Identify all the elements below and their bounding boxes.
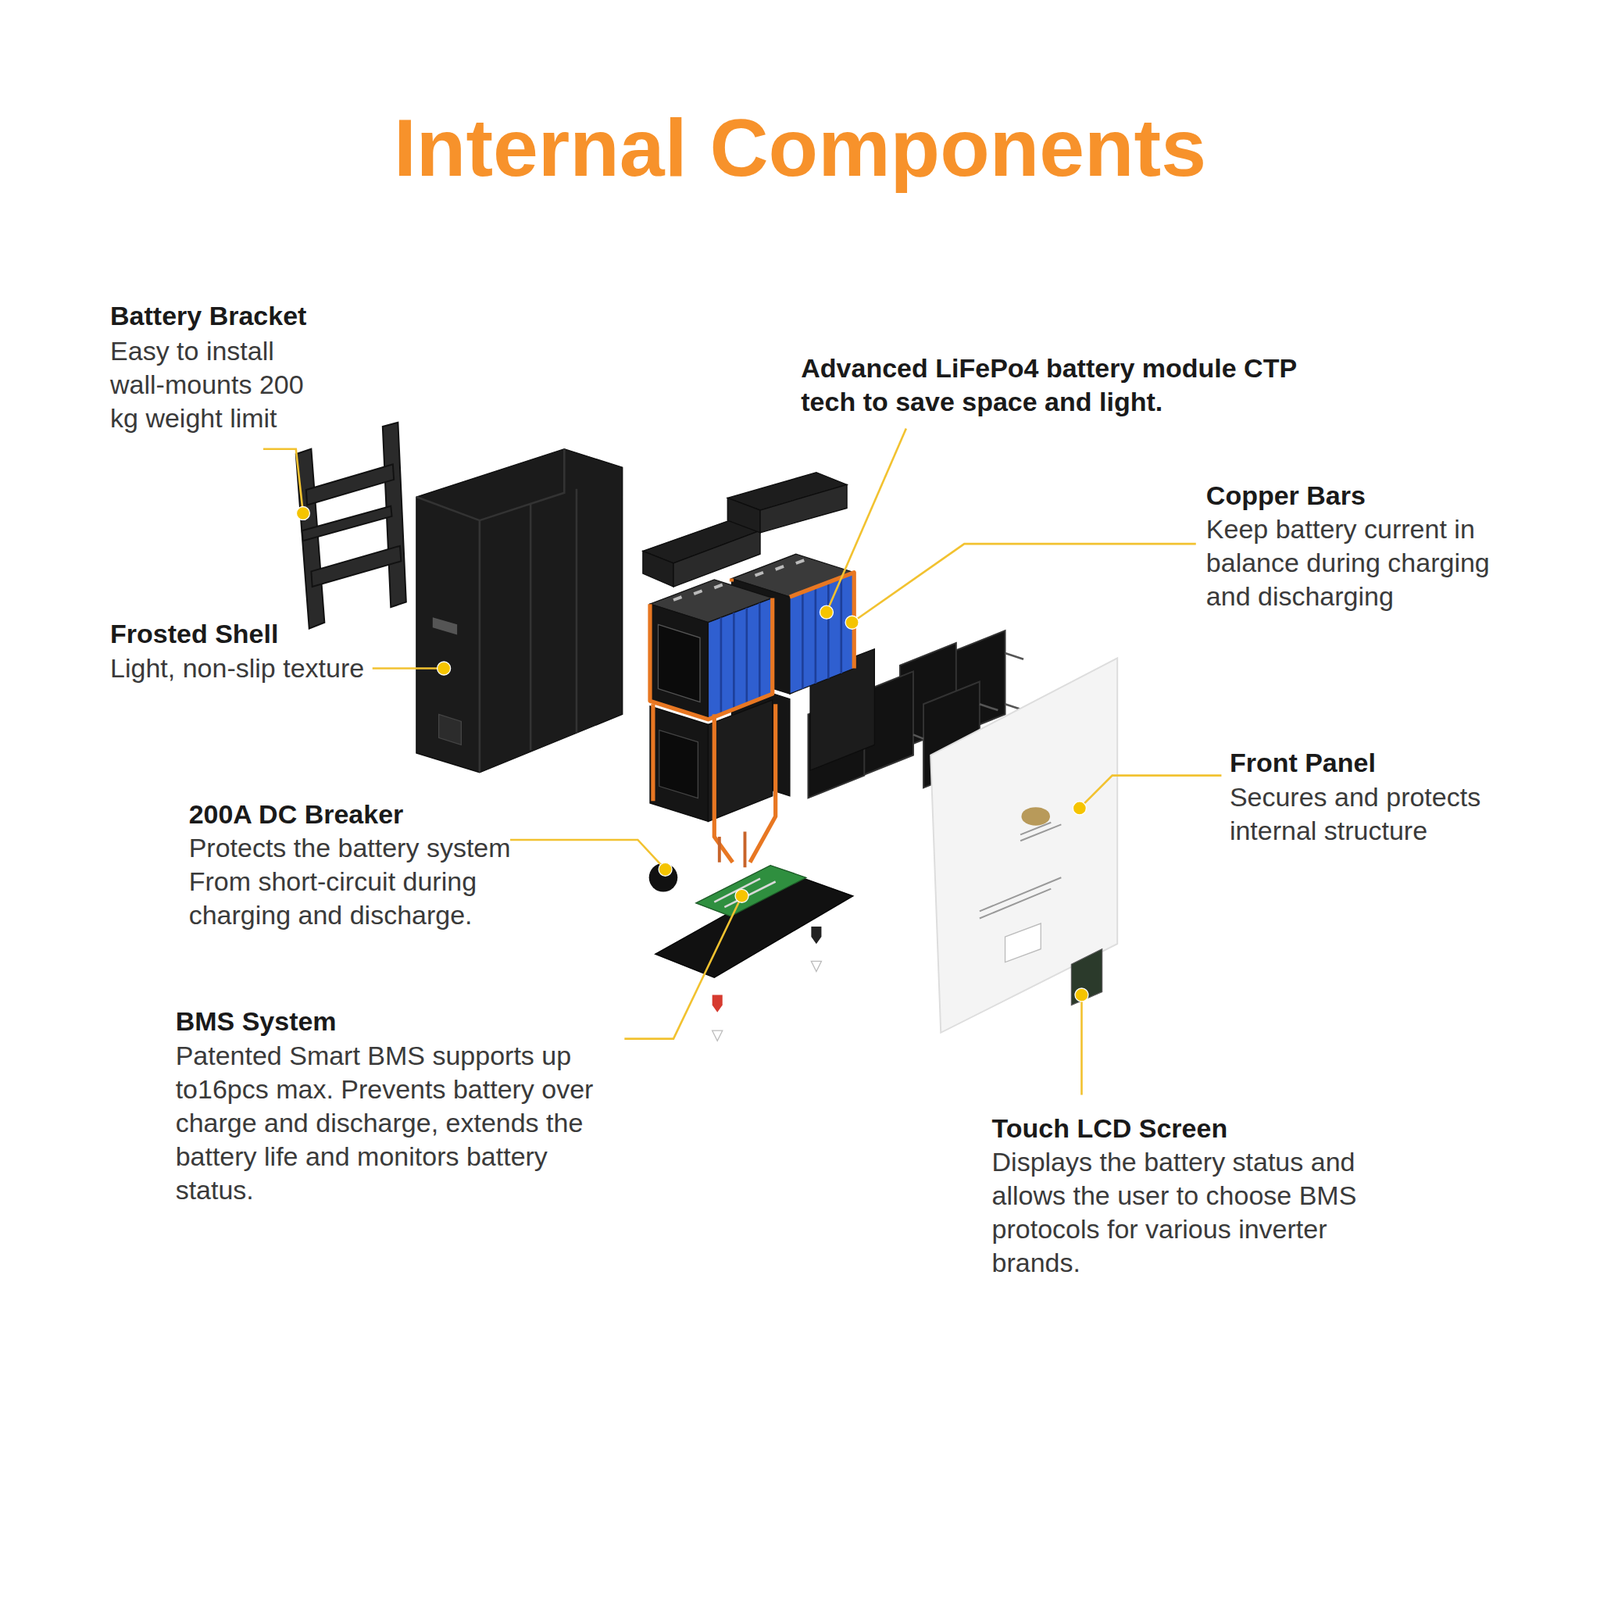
callout-text: Displays the battery status and allows t… bbox=[992, 1145, 1360, 1280]
leader-dots bbox=[845, 615, 859, 629]
battery-modules bbox=[721, 603, 760, 715]
copper-bars bbox=[650, 597, 773, 719]
bms-tray bbox=[696, 865, 807, 917]
battery-modules bbox=[659, 730, 699, 799]
leader-lines bbox=[510, 839, 666, 870]
battery-modules bbox=[650, 553, 875, 822]
leader-dots bbox=[819, 605, 833, 619]
callout-text: Patented Smart BMS supports up to16pcs m… bbox=[175, 1039, 598, 1208]
frosted-shell bbox=[416, 449, 623, 773]
callout-heading: 200A DC Breaker bbox=[189, 797, 404, 832]
leader-lines bbox=[372, 667, 444, 670]
leader-lines bbox=[852, 543, 1197, 623]
bms-tray bbox=[714, 878, 775, 908]
page-title: Internal Components bbox=[0, 99, 1600, 197]
callout-text: Easy to install wall-mounts 200 kg weigh… bbox=[110, 334, 333, 436]
frosted-shell bbox=[416, 449, 623, 773]
frosted-shell bbox=[416, 449, 577, 773]
frosted-shell bbox=[432, 617, 458, 635]
battery-modules bbox=[707, 597, 772, 719]
callout-heading: BMS System bbox=[175, 1004, 337, 1039]
front-panel bbox=[930, 657, 1118, 1033]
touch-lcd bbox=[1071, 949, 1102, 1006]
touch-lcd bbox=[1071, 949, 1102, 1006]
callout-heading: Front Panel bbox=[1229, 746, 1376, 780]
bms-tray bbox=[719, 831, 746, 868]
callout-heading: Copper Bars bbox=[1206, 478, 1366, 513]
frosted-shell bbox=[439, 714, 462, 745]
leader-dots bbox=[1072, 801, 1086, 815]
leader-lines bbox=[1080, 994, 1083, 1095]
leader-lines bbox=[1079, 775, 1222, 809]
callout-heading: Advanced LiFePo4 battery module CTP tech… bbox=[800, 351, 1340, 419]
battery-modules bbox=[673, 560, 804, 600]
battery-bracket bbox=[302, 506, 393, 541]
bms-tray bbox=[810, 960, 822, 972]
copper-bars bbox=[650, 572, 854, 863]
bms-tray bbox=[712, 994, 723, 1012]
callout-heading: Battery Bracket bbox=[110, 299, 307, 333]
front-panel bbox=[1005, 923, 1042, 963]
leader-dots bbox=[735, 889, 749, 903]
callout-heading: Touch LCD Screen bbox=[992, 1111, 1229, 1146]
battery-bracket bbox=[306, 464, 394, 505]
bms-tray bbox=[712, 1030, 723, 1041]
callout-text: Keep battery current in balance during c… bbox=[1206, 512, 1500, 614]
top-cover bbox=[642, 550, 674, 587]
battery-bracket bbox=[296, 422, 407, 629]
leader-dots bbox=[658, 862, 672, 876]
battery-modules bbox=[650, 706, 708, 822]
bms-tray bbox=[649, 863, 679, 893]
copper-bars bbox=[731, 572, 854, 669]
front-panel bbox=[930, 657, 1118, 1033]
battery-modules bbox=[657, 624, 700, 702]
bms-tray bbox=[649, 831, 854, 1041]
leader-lines bbox=[263, 449, 304, 514]
leader-dots bbox=[296, 506, 310, 520]
battery-bracket bbox=[310, 546, 401, 587]
battery-modules bbox=[707, 700, 772, 822]
leader-dots bbox=[437, 661, 451, 675]
copper-bars bbox=[750, 703, 776, 862]
leader-lines bbox=[826, 428, 907, 613]
bms-tray bbox=[810, 926, 822, 944]
callout-text: Light, non-slip texture bbox=[110, 651, 423, 686]
leader-lines bbox=[263, 428, 1222, 1096]
top-cover bbox=[760, 484, 847, 533]
front-panel bbox=[1021, 807, 1050, 826]
leader-dots bbox=[1075, 988, 1089, 1002]
callout-text: Secures and protects internal structure bbox=[1229, 780, 1488, 848]
callout-heading: Frosted Shell bbox=[110, 617, 279, 651]
callout-text: Protects the battery system From short-c… bbox=[189, 831, 518, 933]
top-cover bbox=[727, 497, 761, 533]
battery-modules bbox=[789, 572, 854, 694]
front-panel bbox=[979, 822, 1061, 919]
leader-lines bbox=[624, 896, 742, 1040]
copper-bars bbox=[714, 714, 733, 862]
copper-bars bbox=[650, 703, 655, 801]
